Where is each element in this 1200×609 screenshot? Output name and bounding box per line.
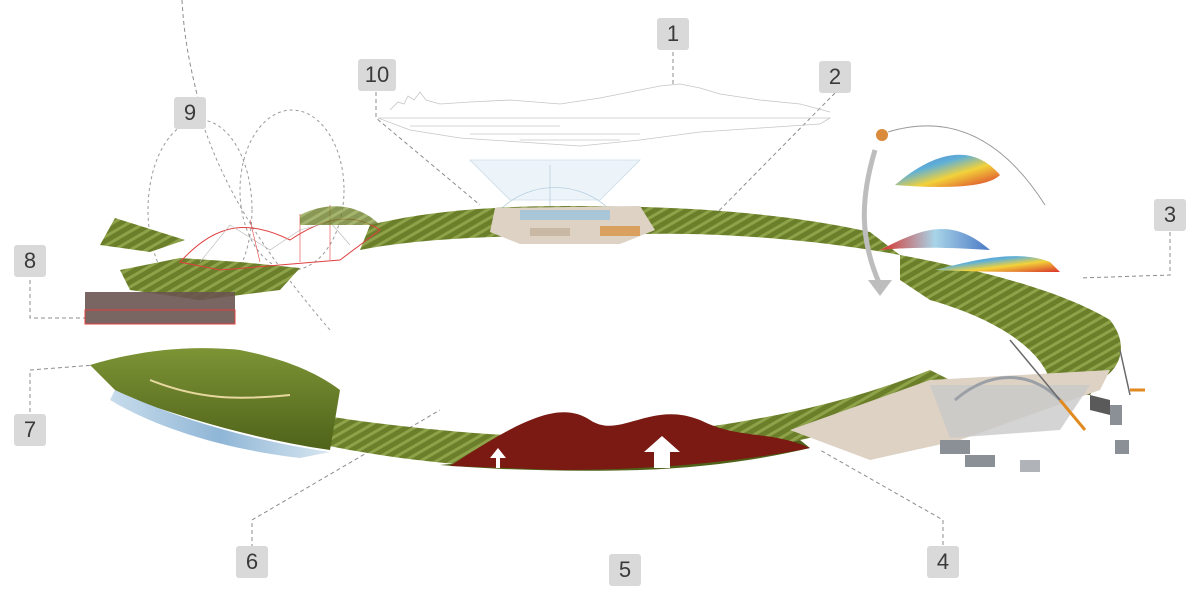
leader-line-3 xyxy=(1079,232,1171,279)
ring-front-band xyxy=(90,365,950,471)
leader-line-8 xyxy=(29,280,85,319)
sun-path-arc xyxy=(887,125,1046,206)
sun-direction-arrow xyxy=(861,149,883,287)
upward-arrow-large xyxy=(644,436,680,468)
central-dome-sketch xyxy=(469,159,641,211)
callout-3: 3 xyxy=(1154,199,1186,231)
soil-section xyxy=(450,412,810,470)
callout-10: 10 xyxy=(358,59,396,91)
left-front-module xyxy=(90,348,340,458)
upward-arrow-small xyxy=(490,448,506,468)
heat-map-panels xyxy=(861,125,1060,296)
skyline-sketch xyxy=(377,83,832,147)
callout-7: 7 xyxy=(14,414,46,446)
leader-line-6 xyxy=(251,409,441,548)
leader-line-4 xyxy=(819,449,944,545)
callout-5: 5 xyxy=(609,554,641,586)
heat-map-panel-1 xyxy=(895,154,1000,187)
callout-8: 8 xyxy=(14,245,46,277)
leader-lines xyxy=(29,0,1171,548)
leader-line-2 xyxy=(699,92,836,231)
heat-map-panel-2 xyxy=(880,229,990,250)
sun-position-marker xyxy=(876,129,888,141)
callout-2: 2 xyxy=(819,61,851,93)
construction-zone xyxy=(790,339,1145,472)
heat-map-panel-3 xyxy=(935,256,1060,272)
leader-line-7 xyxy=(29,364,96,412)
callout-4: 4 xyxy=(927,546,959,578)
central-plaza-module xyxy=(490,206,655,244)
left-exploded-module xyxy=(84,205,381,325)
callout-1: 1 xyxy=(657,18,689,50)
callout-6: 6 xyxy=(236,546,268,578)
leader-line-10 xyxy=(375,92,481,206)
callout-9: 9 xyxy=(174,97,206,129)
